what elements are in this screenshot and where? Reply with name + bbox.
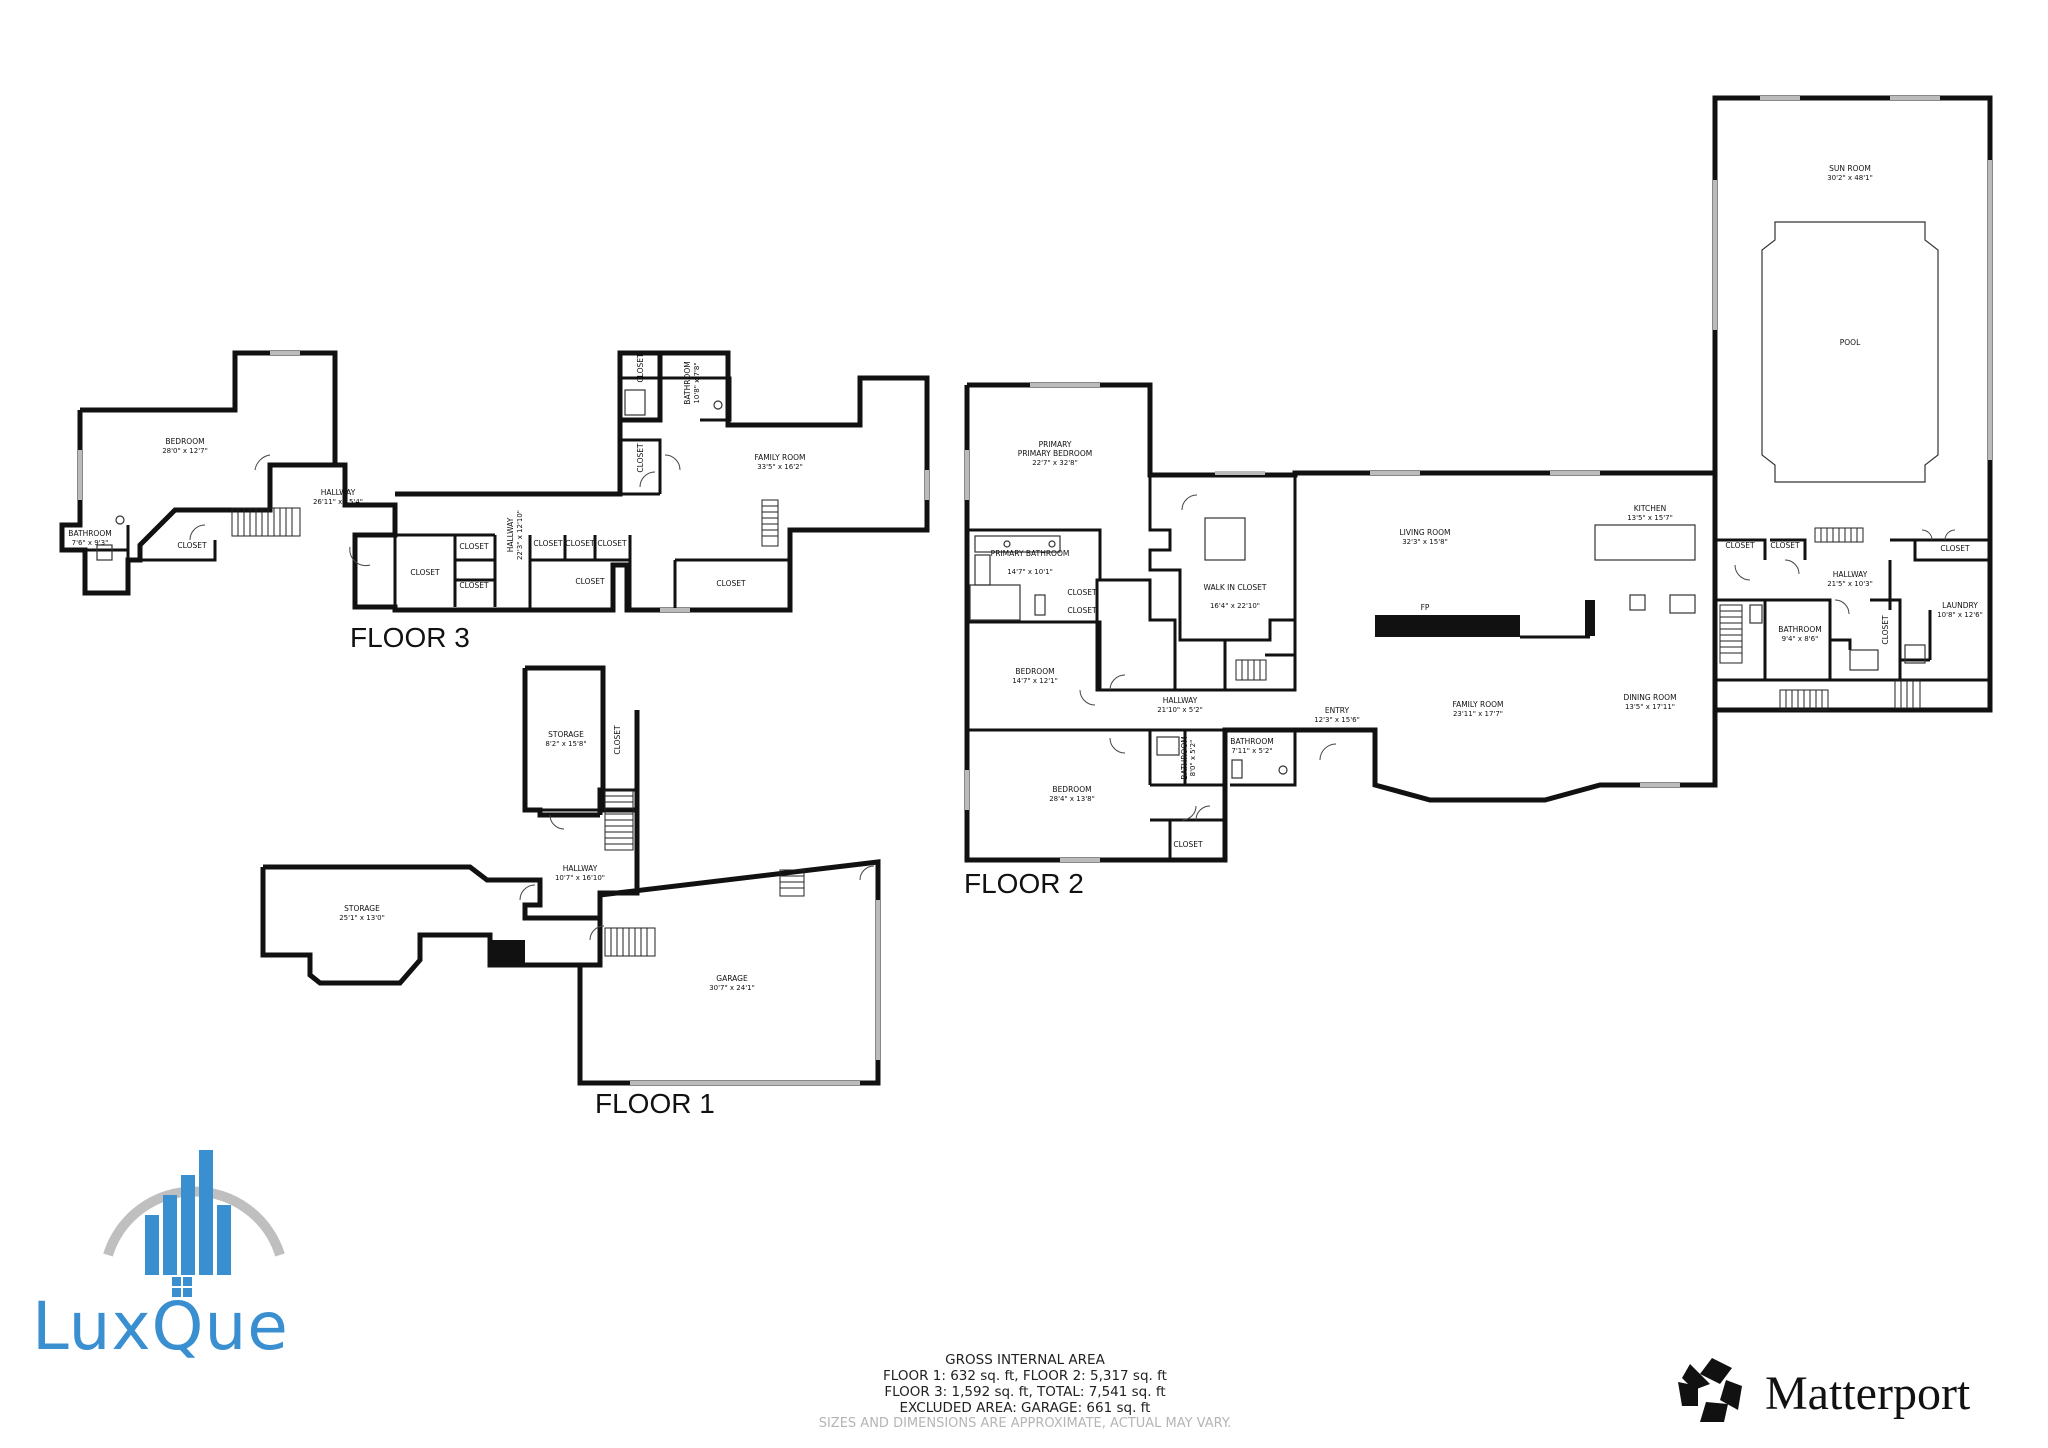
floor-2-title: FLOOR 2 [964,868,1084,899]
room-name: BEDROOM [1015,667,1054,676]
room-dim: 26'11" x 15'4" [313,498,363,506]
gross-area-summary: GROSS INTERNAL AREA FLOOR 1: 632 sq. ft,… [780,1352,1270,1432]
closet-label: CLOSET [459,581,489,590]
room-dim: 8'2" x 15'8" [545,740,586,748]
closet-label: CLOSET [410,568,440,577]
closet-label: CLOSET [1067,588,1097,597]
room-dim: 28'0" x 12'7" [162,447,208,455]
room-dim: 13'5" x 15'7" [1627,514,1673,522]
room-name: LIVING ROOM [1399,528,1450,537]
room-dim: 16'4" x 22'10" [1210,602,1260,610]
room-name: WALK IN CLOSET [1204,583,1267,592]
closet-label: CLOSET [1173,840,1203,849]
room-dim: 10'7" x 16'10" [555,874,605,882]
room-name: SUN ROOM [1829,164,1871,173]
closet-label: CLOSET [1940,544,1970,553]
room-name: BATHROOM [1778,625,1821,634]
room-name: GARAGE [716,974,748,983]
room-name: LAUNDRY [1942,601,1978,610]
room-name: HALLWAY [1163,696,1198,705]
closet-label: CLOSET [533,539,563,548]
room-name: DINING ROOM [1623,693,1676,702]
room-dim: 12'3" x 15'6" [1314,716,1360,724]
closet-label: CLOSET [597,539,627,548]
stairs-floor2 [1235,527,1921,711]
room-name: FAMILY ROOM [1452,700,1503,709]
room-dim: 7'6" x 9'3" [72,539,109,547]
room-name: PRIMARY BATHROOM [991,549,1070,558]
stairs-floor1 [604,789,805,957]
closet-label: CLOSET [613,725,622,755]
closet-label: CLOSET [565,539,595,548]
area-disclaimer: SIZES AND DIMENSIONS ARE APPROXIMATE, AC… [818,1416,1232,1431]
closet-label: CLOSET [459,542,489,551]
room-dim: 21'10" x 5'2" [1157,706,1203,714]
luxque-wordmark: LuxQue [32,1288,289,1365]
room-name: BATHROOM [683,361,692,404]
area-title: GROSS INTERNAL AREA [945,1352,1105,1368]
room-name: ENTRY [1325,706,1350,715]
floor-3-plan [59,350,930,613]
matterport-wordmark: Matterport [1765,1367,1971,1420]
area-line-1: FLOOR 1: 632 sq. ft, FLOOR 2: 5,317 sq. … [883,1368,1167,1384]
matterport-logo-icon [1678,1358,1742,1422]
floor-1-labels: STORAGE 8'2" x 15'8" CLOSET HALLWAY 10'7… [339,725,755,1119]
closet-label: CLOSET [1770,541,1800,550]
pool-label: POOL [1840,338,1861,347]
floor-1-title: FLOOR 1 [595,1088,715,1119]
room-dim: 14'7" x 12'1" [1012,677,1058,685]
room-dim: 30'2" x 48'1" [1827,174,1873,182]
room-dim: 22'3" x 12'10" [516,510,524,560]
floor-3-title: FLOOR 3 [350,622,470,653]
room-name: BATHROOM [1180,736,1189,779]
stairs-floor3 [231,499,779,547]
room-name: PRIMARY BEDROOM [1018,449,1092,458]
room-dim: 14'7" x 10'1" [1007,568,1053,576]
floor-3-labels: BEDROOM 28'0" x 12'7" BATHROOM 7'6" x 9'… [68,353,805,653]
room-name: BEDROOM [165,437,204,446]
closet-label: CLOSET [636,443,645,473]
room-name: HALLWAY [506,517,515,552]
floor-2-labels: PRIMARY PRIMARY BEDROOM 22'7" x 32'8" PR… [964,164,1983,899]
room-dim: 22'7" x 32'8" [1032,459,1078,467]
room-dim: 28'4" x 13'8" [1049,795,1095,803]
room-dim: 7'11" x 5'2" [1231,747,1272,755]
closet-label: CLOSET [1725,541,1755,550]
area-line-3: EXCLUDED AREA: GARAGE: 661 sq. ft [899,1400,1151,1416]
room-dim: 13'5" x 17'11" [1625,703,1675,711]
closet-label: CLOSET [1881,615,1890,645]
fireplace-label: FP [1421,603,1430,612]
room-dim: 32'3" x 15'8" [1402,538,1448,546]
room-dim: 25'1" x 13'0" [339,914,385,922]
room-dim: 10'8" x 12'6" [1937,611,1983,619]
room-name: PRIMARY [1039,440,1072,449]
room-name: HALLWAY [321,488,356,497]
room-dim: 8'0" x 5'2" [1189,740,1197,777]
closet-label: CLOSET [716,579,746,588]
luxque-logo [103,1150,285,1297]
room-dim: 10'8" x 7'8" [693,362,701,403]
room-name: FAMILY ROOM [754,453,805,462]
closet-label: CLOSET [1067,606,1097,615]
room-name: BATHROOM [1230,737,1273,746]
closet-label: CLOSET [636,353,645,383]
room-dim: 9'4" x 8'6" [1782,635,1819,643]
floor-1-plan [260,665,881,1086]
room-name: STORAGE [344,904,380,913]
room-name: BATHROOM [68,529,111,538]
room-name: BEDROOM [1052,785,1091,794]
closet-label: CLOSET [575,577,605,586]
room-dim: 33'5" x 16'2" [757,463,803,471]
room-name: STORAGE [548,730,584,739]
closet-label: CLOSET [177,541,207,550]
room-dim: 21'5" x 10'3" [1827,580,1873,588]
area-line-2: FLOOR 3: 1,592 sq. ft, TOTAL: 7,541 sq. … [884,1384,1166,1400]
room-dim: 30'7" x 24'1" [709,984,755,992]
room-name: HALLWAY [563,864,598,873]
room-dim: 23'11" x 17'7" [1453,710,1503,718]
room-name: KITCHEN [1634,504,1667,513]
floor-2-plan [964,95,1993,863]
room-name: HALLWAY [1833,570,1868,579]
